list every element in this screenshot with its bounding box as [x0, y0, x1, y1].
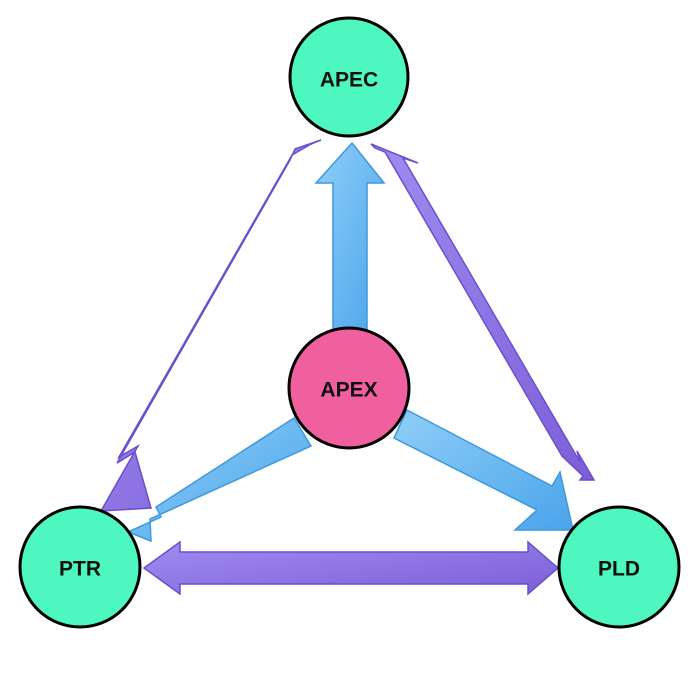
arrow-apex-pld [393, 408, 574, 531]
node-apex-label: APEX [320, 379, 377, 402]
arrow-apec-ptr [99, 139, 322, 512]
node-pld: PLD [557, 505, 681, 629]
node-ptr-label: PTR [59, 558, 101, 581]
node-ptr: PTR [18, 505, 142, 629]
arrow-ptr-pld [142, 540, 560, 596]
arrow-apex-apec [314, 141, 386, 331]
arrow-apec-pld [370, 143, 596, 481]
node-apex: APEX [287, 326, 411, 450]
node-pld-label: PLD [598, 558, 640, 581]
arrow-apex-ptr [126, 416, 313, 543]
node-apec: APEC [288, 16, 410, 138]
node-apec-label: APEC [320, 69, 378, 92]
